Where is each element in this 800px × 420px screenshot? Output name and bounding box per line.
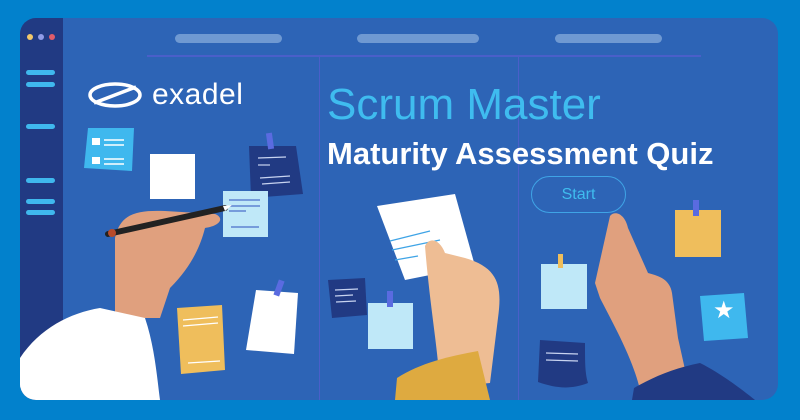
sidebar-line: [26, 178, 55, 183]
sidebar-line: [26, 82, 55, 87]
sidebar-line: [26, 199, 55, 204]
tab-placeholder-1: [175, 34, 282, 43]
browser-window: ★ exadel Scrum Master Maturity Assessmen…: [20, 18, 778, 400]
sidebar-line: [26, 70, 55, 75]
star-icon: ★: [713, 296, 735, 324]
exadel-e-logo-icon: [88, 82, 142, 108]
start-button[interactable]: Start: [531, 176, 626, 213]
window-dot-purple: [38, 34, 44, 40]
checklist-note: [84, 128, 134, 171]
sidebar-line: [26, 124, 55, 129]
window-dot-yellow: [27, 34, 33, 40]
page-subtitle: Maturity Assessment Quiz: [327, 136, 714, 171]
column-divider: [518, 55, 519, 400]
page-title: Scrum Master: [327, 80, 601, 129]
column-divider-horizontal: [147, 55, 701, 57]
tab-placeholder-3: [555, 34, 662, 43]
exadel-logo: exadel: [88, 78, 243, 112]
blank-note: [150, 154, 195, 199]
logo-text: exadel: [152, 78, 244, 111]
sidebar-line: [26, 210, 55, 215]
window-dot-red: [49, 34, 55, 40]
illustration: [20, 128, 755, 400]
tab-placeholder-2: [357, 34, 479, 43]
column-divider: [319, 55, 320, 400]
